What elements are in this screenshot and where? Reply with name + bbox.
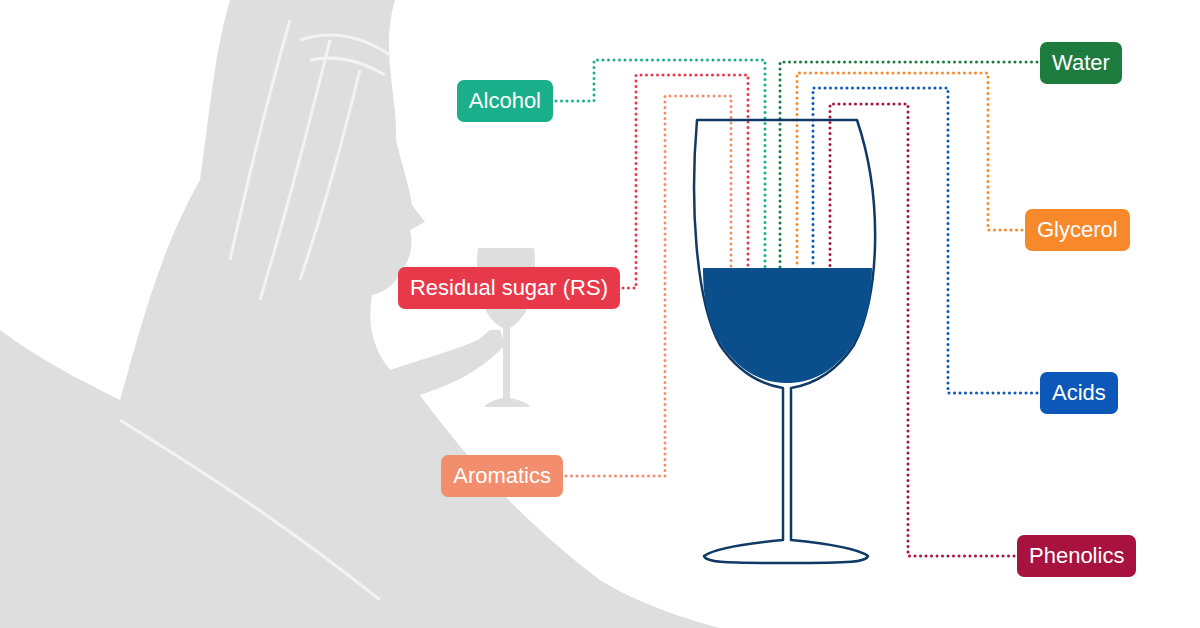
component-label: Alcohol	[457, 80, 553, 122]
component-label: Aromatics	[441, 455, 563, 497]
component-label: Residual sugar (RS)	[398, 267, 620, 309]
leader-line	[556, 60, 765, 268]
watermark-figure	[0, 0, 720, 628]
component-label: Acids	[1040, 372, 1118, 414]
label-text: Glycerol	[1037, 219, 1118, 241]
leader-lines	[556, 60, 1037, 556]
label-text: Phenolics	[1029, 545, 1124, 567]
wine-glass	[694, 120, 875, 563]
component-label: Phenolics	[1017, 535, 1136, 577]
figure-silhouette	[0, 0, 720, 628]
leader-line	[623, 75, 748, 288]
wine-fill	[703, 268, 872, 383]
hair-line	[120, 20, 380, 600]
wreath-line	[300, 35, 390, 75]
component-label: Glycerol	[1025, 209, 1130, 251]
label-text: Alcohol	[469, 90, 541, 112]
label-text: Aromatics	[453, 465, 551, 487]
component-label: Water	[1040, 42, 1122, 84]
label-text: Water	[1052, 52, 1110, 74]
glass-outline	[694, 120, 875, 563]
label-text: Acids	[1052, 382, 1106, 404]
label-text: Residual sugar (RS)	[410, 277, 608, 299]
